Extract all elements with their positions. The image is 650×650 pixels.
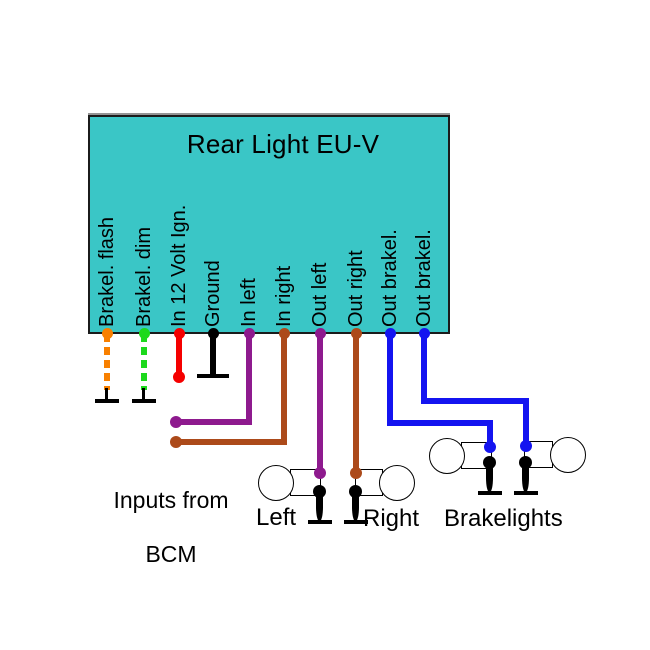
wire-segment: [421, 398, 529, 404]
module-title: Rear Light EU-V: [186, 129, 380, 159]
inputs-line1: Inputs from: [113, 487, 229, 513]
wire-segment: [281, 333, 287, 445]
pin-dot: [139, 328, 150, 339]
left-bulb-glass: [258, 465, 294, 501]
pin-dot: [244, 328, 255, 339]
lamp-ground-post: [316, 490, 323, 521]
bulb-connection-dot: [314, 467, 326, 479]
ground-symbol: [197, 374, 229, 378]
terminal-symbol: [95, 399, 119, 403]
pin-label-out-left: Out left: [309, 262, 331, 327]
terminal-symbol: [132, 399, 156, 403]
pin-dot: [174, 328, 185, 339]
wire-end-dot: [173, 371, 185, 383]
ground-symbol: [308, 520, 332, 524]
wire-segment: [353, 333, 359, 473]
wire-segment: [317, 333, 323, 474]
pin-dot: [315, 328, 326, 339]
wire-segment: [487, 420, 493, 450]
ground-symbol: [514, 491, 538, 495]
wire-segment: [210, 333, 216, 375]
pin-label-ground: Ground: [202, 260, 224, 327]
pin-dot: [419, 328, 430, 339]
ground-symbol: [344, 520, 368, 524]
lamp-ground-post: [522, 461, 529, 492]
wire-segment: [523, 398, 529, 449]
wire-segment: [176, 333, 182, 377]
lamp-ground-post: [486, 461, 493, 492]
wire-segment: [141, 334, 147, 390]
wire-segment: [421, 333, 427, 404]
pin-label-out-brakel-2: Out brakel.: [413, 229, 435, 327]
wire-segment: [246, 333, 252, 425]
wire-segment: [387, 420, 493, 426]
pin-label-ign: In 12 Volt Ign.: [168, 204, 190, 327]
pin-label-in-left: In left: [238, 278, 260, 327]
wire-end-dot: [170, 436, 182, 448]
wire-segment: [173, 419, 252, 425]
terminal-stub: [105, 388, 108, 400]
pin-dot: [351, 328, 362, 339]
bulb-connection-dot: [350, 467, 362, 479]
inputs-from-bcm-caption: Inputs from BCM: [95, 460, 247, 568]
bulb-connection-dot: [484, 441, 496, 453]
left-bulb-caption: Left: [256, 504, 297, 531]
pin-label-out-brakel-1: Out brakel.: [379, 229, 401, 327]
pin-label-brakel-dim: Brakel. dim: [133, 226, 155, 327]
right-bulb-glass: [379, 465, 415, 501]
wire-segment: [173, 439, 287, 445]
pin-label-in-right: In right: [273, 265, 295, 327]
pin-label-out-right: Out right: [345, 250, 367, 327]
ground-symbol: [478, 491, 502, 495]
bulb-connection-dot: [520, 440, 532, 452]
wire-end-dot: [170, 416, 182, 428]
wire-segment: [104, 334, 110, 390]
pin-dot: [385, 328, 396, 339]
pin-label-brakel-flash: Brakel. flash: [96, 216, 118, 327]
wire-segment: [387, 333, 393, 426]
brakelights-caption: Brakelights: [444, 505, 563, 532]
inputs-line2: BCM: [145, 541, 197, 567]
lamp-ground-post: [352, 490, 359, 521]
right-bulb-caption: Right: [363, 505, 420, 532]
pin-dot: [279, 328, 290, 339]
brakelight-left-glass: [429, 438, 465, 474]
pin-dot: [102, 328, 113, 339]
pin-dot: [208, 328, 219, 339]
brakelight-right-glass: [550, 437, 586, 473]
module-box: [88, 115, 450, 334]
terminal-stub: [142, 388, 145, 400]
